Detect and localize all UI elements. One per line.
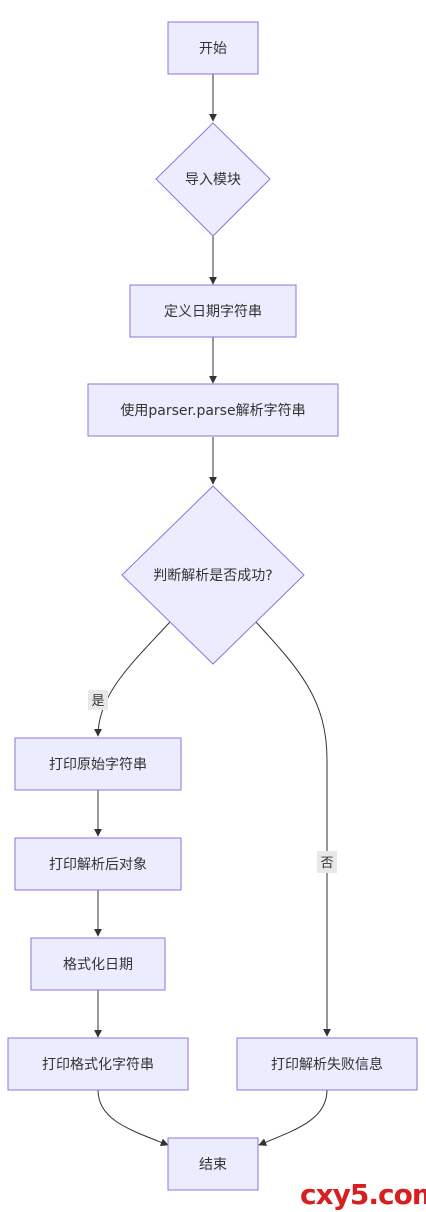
node-print-formatted-label: 打印格式化字符串 [42, 1056, 154, 1073]
node-end[interactable]: 结束 [167, 1137, 259, 1191]
edge-decision-yes [94, 621, 171, 737]
edge-decision-no [255, 621, 331, 1037]
node-parse[interactable]: 使用parser.parse解析字符串 [87, 383, 339, 437]
edge-label-yes: 是 [88, 690, 108, 710]
node-print-original-label: 打印原始字符串 [49, 756, 147, 773]
node-decision-label: 判断解析是否成功? [153, 568, 272, 584]
edge-label-yes-text: 是 [91, 694, 104, 709]
watermark-logo: cxy5.com [300, 1178, 426, 1211]
node-start-label: 开始 [199, 41, 227, 57]
edge-fail-end [258, 1089, 328, 1146]
node-import[interactable]: 导入模块 [155, 122, 271, 237]
node-print-fail-label: 打印解析失败信息 [271, 1056, 383, 1073]
node-define-label: 定义日期字符串 [164, 304, 262, 320]
edges [94, 74, 331, 1147]
node-print-fail[interactable]: 打印解析失败信息 [236, 1037, 418, 1091]
node-format-date[interactable]: 格式化日期 [30, 937, 166, 991]
node-end-label: 结束 [199, 1157, 227, 1173]
node-print-parsed-label: 打印解析后对象 [49, 856, 147, 873]
node-print-formatted[interactable]: 打印格式化字符串 [7, 1037, 189, 1091]
node-import-label: 导入模块 [185, 172, 241, 188]
node-format-date-label: 格式化日期 [63, 957, 133, 973]
node-define[interactable]: 定义日期字符串 [129, 284, 297, 338]
node-print-parsed[interactable]: 打印解析后对象 [14, 837, 182, 891]
node-decision[interactable]: 判断解析是否成功? [121, 485, 305, 665]
node-start[interactable]: 开始 [167, 21, 259, 75]
node-print-original[interactable]: 打印原始字符串 [14, 737, 182, 791]
edge-label-no-text: 否 [320, 856, 333, 871]
node-parse-label: 使用parser.parse解析字符串 [120, 402, 305, 419]
edge-printformatted-end [97, 1089, 169, 1147]
edge-label-no: 否 [317, 851, 337, 873]
